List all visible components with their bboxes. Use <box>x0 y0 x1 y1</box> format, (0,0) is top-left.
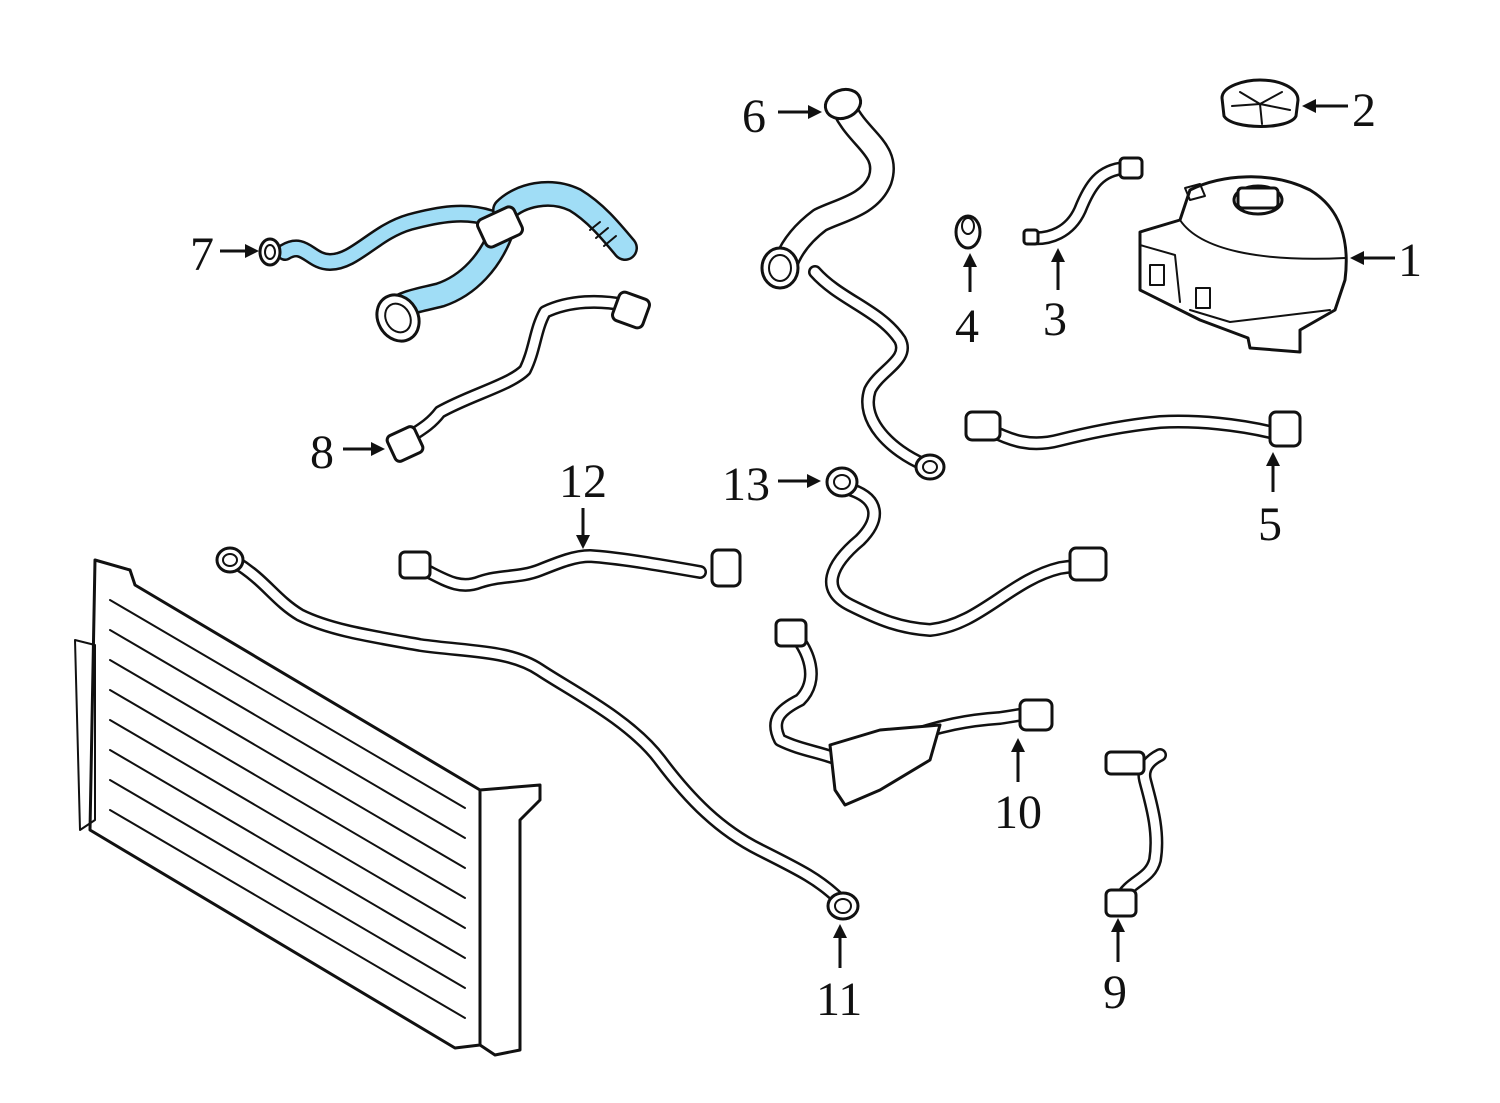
callout-10-label: 10 <box>994 786 1042 839</box>
callout-6-label: 6 <box>742 90 766 143</box>
callout-8: 8 <box>310 426 385 479</box>
part-9-tube[interactable] <box>1104 748 1167 918</box>
part-12-tube[interactable] <box>398 548 742 592</box>
callout-1-label: 1 <box>1398 234 1422 287</box>
callout-12-label: 12 <box>559 455 607 508</box>
callout-5: 5 <box>1258 452 1282 551</box>
callout-13: 13 <box>722 458 821 511</box>
callout-5-label: 5 <box>1258 498 1282 551</box>
callout-4-label: 4 <box>955 300 979 353</box>
part-6-hose[interactable] <box>760 85 946 481</box>
part-5-tube[interactable] <box>964 410 1302 451</box>
callout-11-label: 11 <box>816 973 862 1026</box>
part-13-tube[interactable] <box>824 466 1108 637</box>
part-7-upper-radiator-hose[interactable] <box>258 180 638 349</box>
part-2-cap[interactable] <box>1220 78 1300 128</box>
callout-3: 3 <box>1043 248 1067 346</box>
callout-13-label: 13 <box>722 458 770 511</box>
callout-10: 10 <box>994 738 1042 839</box>
callout-4: 4 <box>955 253 979 353</box>
callout-12: 12 <box>559 455 607 549</box>
part-8-tube[interactable] <box>385 290 651 463</box>
callout-7-label: 7 <box>190 228 214 281</box>
callout-6: 6 <box>742 90 822 143</box>
part-4-clamp[interactable] <box>954 214 982 250</box>
callout-2: 2 <box>1302 84 1376 137</box>
callout-2-label: 2 <box>1352 84 1376 137</box>
part-3-pipe[interactable] <box>1022 156 1144 246</box>
callout-3-label: 3 <box>1043 293 1067 346</box>
callout-7: 7 <box>190 228 259 281</box>
callout-8-label: 8 <box>310 426 334 479</box>
callout-9-label: 9 <box>1103 966 1127 1019</box>
callout-9: 9 <box>1103 918 1127 1019</box>
radiator[interactable] <box>74 558 542 1057</box>
callout-1: 1 <box>1350 234 1422 287</box>
callout-11: 11 <box>816 924 862 1026</box>
part-1-expansion-tank[interactable] <box>1138 175 1348 354</box>
part-10-hose-assembly[interactable] <box>769 618 1054 807</box>
part-11-tube[interactable] <box>215 546 860 921</box>
